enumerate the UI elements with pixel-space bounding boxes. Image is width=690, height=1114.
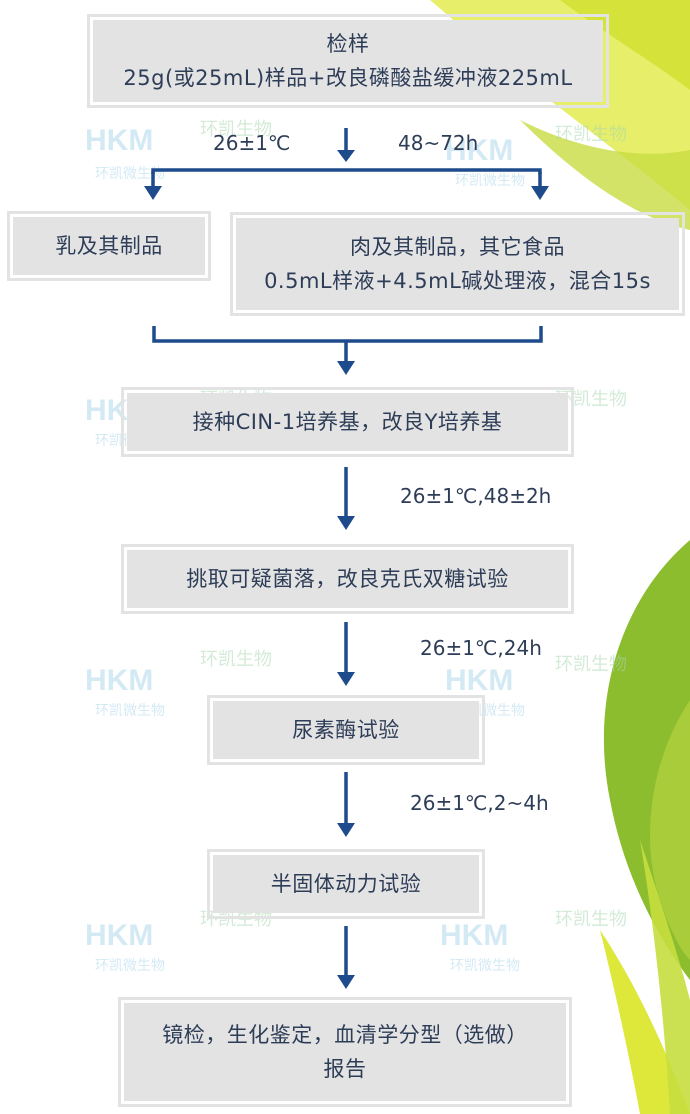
arrow-merge bbox=[152, 326, 543, 343]
arrowhead-merge bbox=[337, 361, 355, 375]
step-sample-detail: 25g(或25mL)样品+改良磷酸盐缓冲液225mL bbox=[123, 66, 573, 90]
condition-temp-1: 26±1℃ bbox=[213, 131, 291, 155]
step-pick-colony-label: 挑取可疑菌落，改良克氏双糖试验 bbox=[186, 567, 509, 591]
step-sample-title: 检样 bbox=[326, 32, 370, 56]
condition-4: 26±1℃,2~4h bbox=[410, 791, 549, 815]
step-final: 镜检，生化鉴定，血清学分型（选做） 报告 bbox=[118, 997, 572, 1107]
step-meat-detail: 0.5mL样液+4.5mL碱处理液，混合15s bbox=[264, 269, 651, 293]
step-inoculate-label: 接种CIN-1培养基，改良Y培养基 bbox=[192, 410, 503, 434]
arrowhead-motility bbox=[337, 823, 355, 837]
step-final-line1: 镜检，生化鉴定，血清学分型（选做） bbox=[162, 1023, 528, 1047]
step-inoculate: 接种CIN-1培养基，改良Y培养基 bbox=[121, 387, 574, 457]
step-meat: 肉及其制品，其它食品 0.5mL样液+4.5mL碱处理液，混合15s bbox=[230, 212, 685, 316]
step-motility-label: 半固体动力试验 bbox=[270, 872, 422, 896]
step-dairy: 乳及其制品 bbox=[7, 211, 211, 281]
arrow-split bbox=[151, 168, 542, 174]
step-sample: 检样 25g(或25mL)样品+改良磷酸盐缓冲液225mL bbox=[87, 14, 609, 108]
arrowhead-right bbox=[531, 186, 549, 200]
arrowhead-left bbox=[144, 186, 162, 200]
step-urease-label: 尿素酶试验 bbox=[292, 718, 400, 742]
step-meat-title: 肉及其制品，其它食品 bbox=[350, 235, 565, 259]
condition-3: 26±1℃,24h bbox=[420, 636, 542, 660]
arrowhead-final bbox=[337, 975, 355, 989]
step-dairy-label: 乳及其制品 bbox=[55, 234, 163, 258]
step-urease: 尿素酶试验 bbox=[207, 695, 485, 765]
arrowhead-urease bbox=[337, 672, 355, 686]
arrowhead-1 bbox=[337, 150, 355, 162]
step-final-line2: 报告 bbox=[323, 1057, 367, 1081]
step-pick-colony: 挑取可疑菌落，改良克氏双糖试验 bbox=[121, 544, 574, 614]
arrowhead-pick bbox=[337, 516, 355, 530]
condition-2: 26±1℃,48±2h bbox=[400, 484, 552, 508]
condition-time-1: 48~72h bbox=[398, 131, 479, 155]
step-motility: 半固体动力试验 bbox=[207, 849, 485, 919]
